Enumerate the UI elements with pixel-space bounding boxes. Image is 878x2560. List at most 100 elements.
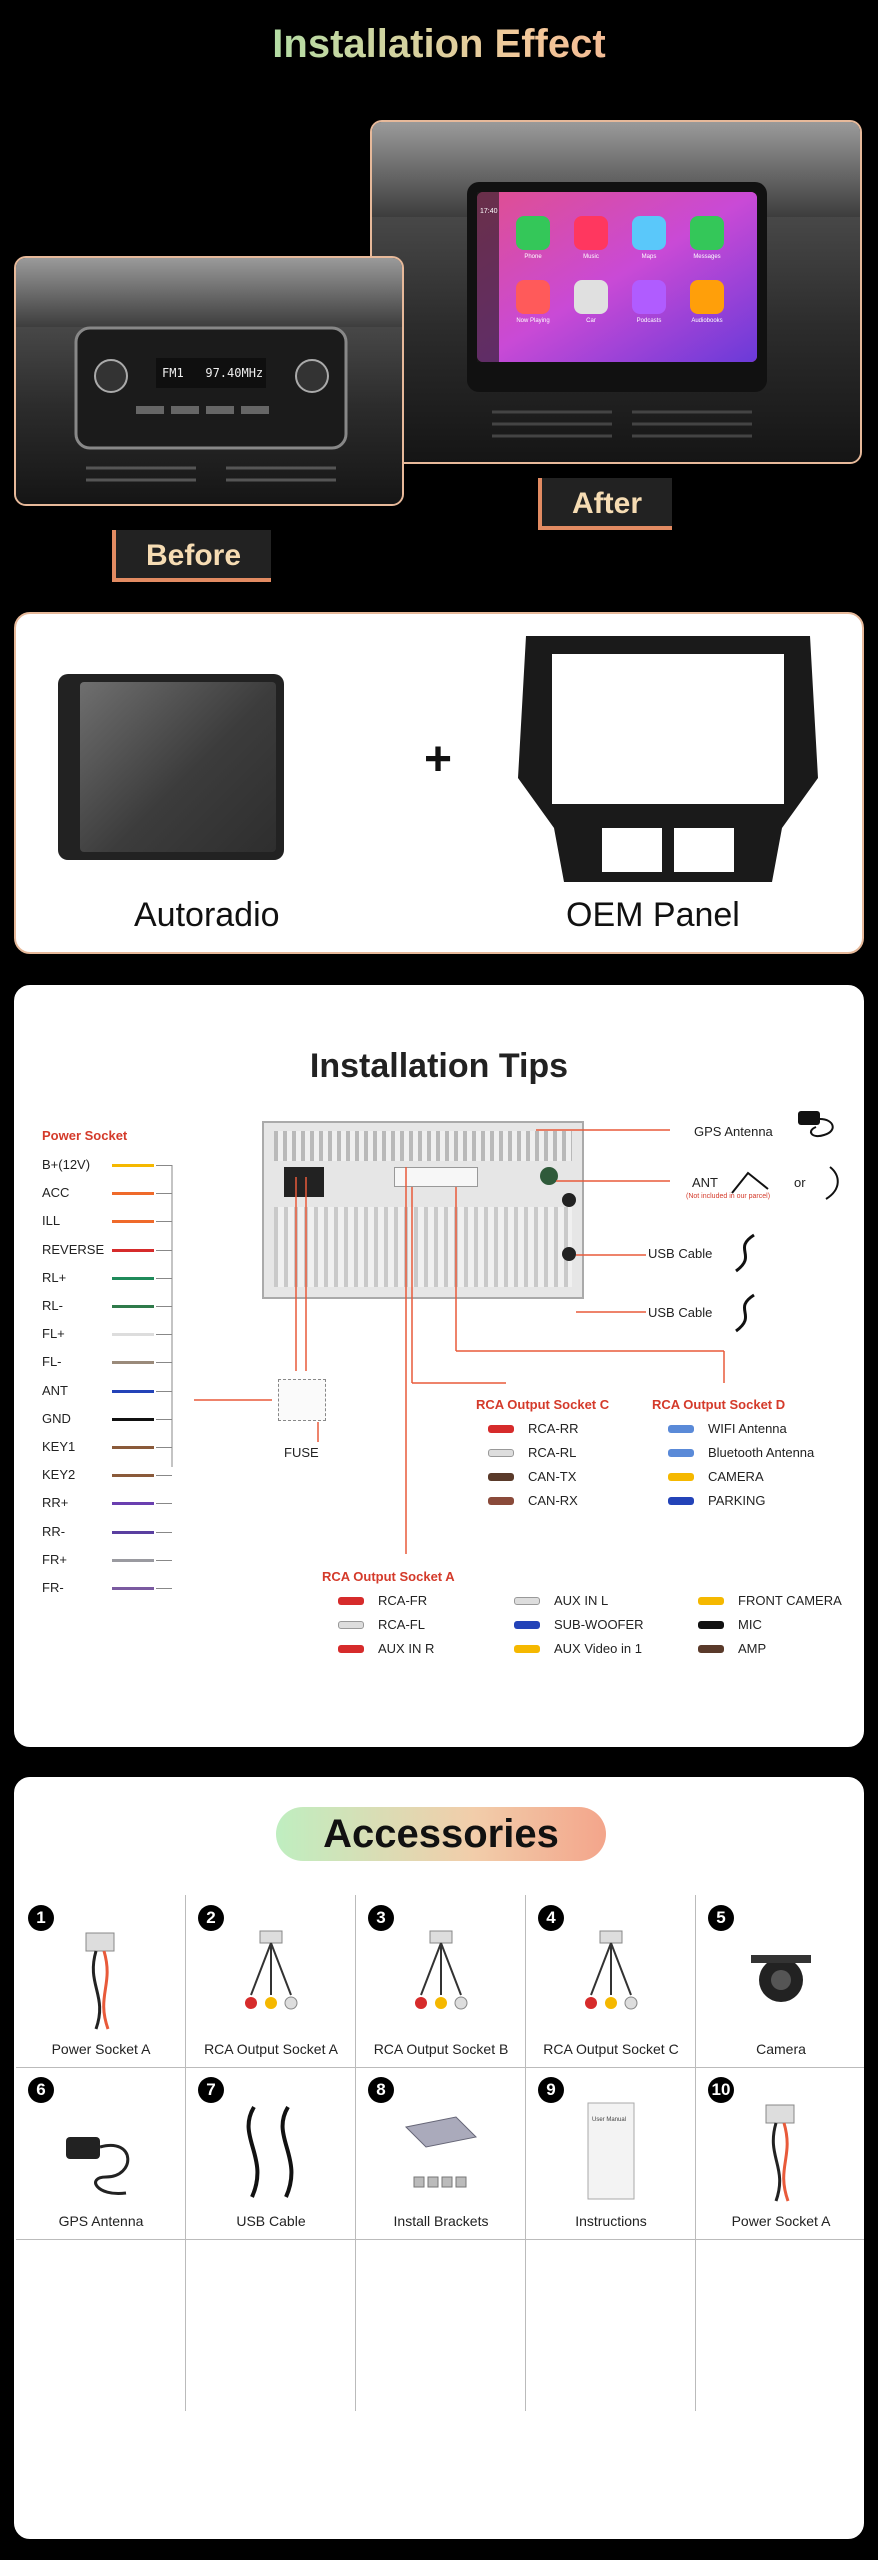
manual-cover-text: User Manual	[592, 2117, 627, 2123]
power-socket-wire	[112, 1276, 154, 1280]
accessories-title: Accessories	[323, 1812, 559, 1856]
app-label: Audiobooks	[691, 318, 723, 324]
accessory-label: Power Socket A	[51, 2041, 151, 2057]
usb-cable-1-icon	[735, 1233, 755, 1273]
socket-d-plug	[668, 1425, 694, 1433]
socket-c-item-label: CAN-TX	[528, 1469, 577, 1484]
socket-a-col1-plug	[338, 1645, 364, 1653]
socket-d-plug	[668, 1497, 694, 1505]
accessory-label: GPS Antenna	[58, 2213, 144, 2229]
power-socket-tick	[156, 1447, 172, 1448]
power-socket-tick	[156, 1418, 172, 1420]
oem-panel-image	[518, 636, 818, 882]
accessory-number: 5	[708, 1905, 734, 1931]
socket-d-plug	[668, 1449, 694, 1457]
socket-a-col1-item-label: AUX IN R	[378, 1641, 435, 1656]
socket-a-col3-plug	[698, 1621, 724, 1629]
accessory-number: 7	[198, 2077, 224, 2103]
head-unit-rear	[262, 1121, 584, 1299]
accessory-cell	[186, 2239, 356, 2411]
after-label: After	[538, 478, 673, 530]
power-socket-tick	[156, 1193, 172, 1195]
socket-c-plug	[488, 1425, 514, 1433]
power-socket-tick	[156, 1221, 172, 1223]
app-label: Maps	[641, 254, 657, 260]
accessory-number: 2	[198, 1905, 224, 1931]
tips-title: Installation Tips	[309, 1047, 569, 1085]
socket-a-col3-item-label: FRONT CAMERA	[738, 1593, 842, 1608]
accessory-label: USB Cable	[236, 2213, 306, 2229]
camera-icon	[751, 1955, 811, 2002]
socket-c-item-label: RCA-RL	[528, 1445, 577, 1460]
app-icon-music[interactable]	[574, 216, 608, 250]
power-socket-wire	[112, 1361, 154, 1365]
power-socket-item-label: FR+	[42, 1551, 67, 1567]
app-icon-phone[interactable]	[516, 216, 550, 250]
manual-icon	[587, 2102, 635, 2200]
power-socket-tick	[156, 1249, 172, 1251]
app-icon-audiobooks[interactable]	[690, 280, 724, 314]
accessories-title-pill	[276, 1807, 606, 1861]
power-socket-tick	[156, 1277, 172, 1279]
power-socket-tick	[156, 1503, 172, 1505]
socket-d-item-label: Bluetooth Antenna	[708, 1445, 815, 1460]
fuse-box	[278, 1379, 326, 1421]
power-socket-wire	[112, 1502, 154, 1506]
power-socket-wire	[112, 1248, 154, 1252]
or-label: or	[794, 1175, 806, 1190]
app-icon-car[interactable]	[574, 280, 608, 314]
gps-antenna-label: GPS Antenna	[694, 1124, 773, 1139]
power-socket-wire	[112, 1446, 154, 1449]
socket-a-col2-plug	[514, 1621, 540, 1629]
ant-adapter-icon	[825, 1166, 839, 1200]
page-title: Installation Effect	[0, 22, 878, 67]
ant-label: ANT	[692, 1175, 718, 1190]
rca-cable-icon	[245, 1930, 298, 2010]
power-socket-item-label: KEY1	[42, 1439, 76, 1454]
power-socket-tick	[156, 1531, 172, 1533]
power-socket-item-label: GND	[42, 1410, 71, 1426]
app-icon-maps[interactable]	[632, 216, 666, 250]
installation-tips-panel: Installation Tips Power Socket B+(12V)AC…	[14, 985, 864, 1747]
app-label: Now Playing	[516, 318, 550, 324]
accessory-cell	[526, 2239, 696, 2411]
app-label: Music	[583, 254, 599, 260]
autoradio-caption: Autoradio	[134, 896, 280, 934]
plus-sign: +	[424, 733, 453, 786]
accessory-label: RCA Output Socket A	[204, 2041, 338, 2057]
socket-a-col2-plug	[514, 1645, 540, 1653]
power-socket-tick	[156, 1362, 172, 1364]
power-socket-item-label: ACC	[42, 1185, 70, 1201]
app-icon-now-playing[interactable]	[516, 280, 550, 314]
power-socket-wire	[112, 1474, 154, 1478]
accessory-label: Install Brackets	[393, 2213, 489, 2229]
app-icon-messages[interactable]	[690, 216, 724, 250]
bracket-icon	[404, 2116, 478, 2188]
accessory-number: 8	[368, 2077, 394, 2103]
socket-a-col1-item-label: RCA-FL	[378, 1617, 425, 1632]
accessory-label: Power Socket A	[731, 2213, 831, 2229]
power-socket-item-label: FL-	[42, 1354, 62, 1370]
power-socket-wire	[112, 1558, 154, 1562]
accessory-cell	[16, 2239, 186, 2411]
accessory-cell	[696, 2239, 866, 2411]
power-socket-title: Power Socket	[42, 1128, 128, 1143]
accessory-cell	[356, 2239, 526, 2411]
socket-d-plug	[668, 1473, 694, 1481]
socket-a-title: RCA Output Socket A	[322, 1569, 455, 1584]
autoradio-image	[58, 674, 284, 860]
app-icon-podcasts[interactable]	[632, 280, 666, 314]
fuse-label: FUSE	[284, 1445, 319, 1460]
socket-d-item-label: CAMERA	[708, 1469, 764, 1484]
socket-a-col2-item-label: SUB-WOOFER	[554, 1617, 644, 1632]
power-socket-item-label: FL+	[42, 1326, 65, 1342]
power-socket-wire	[112, 1587, 154, 1590]
